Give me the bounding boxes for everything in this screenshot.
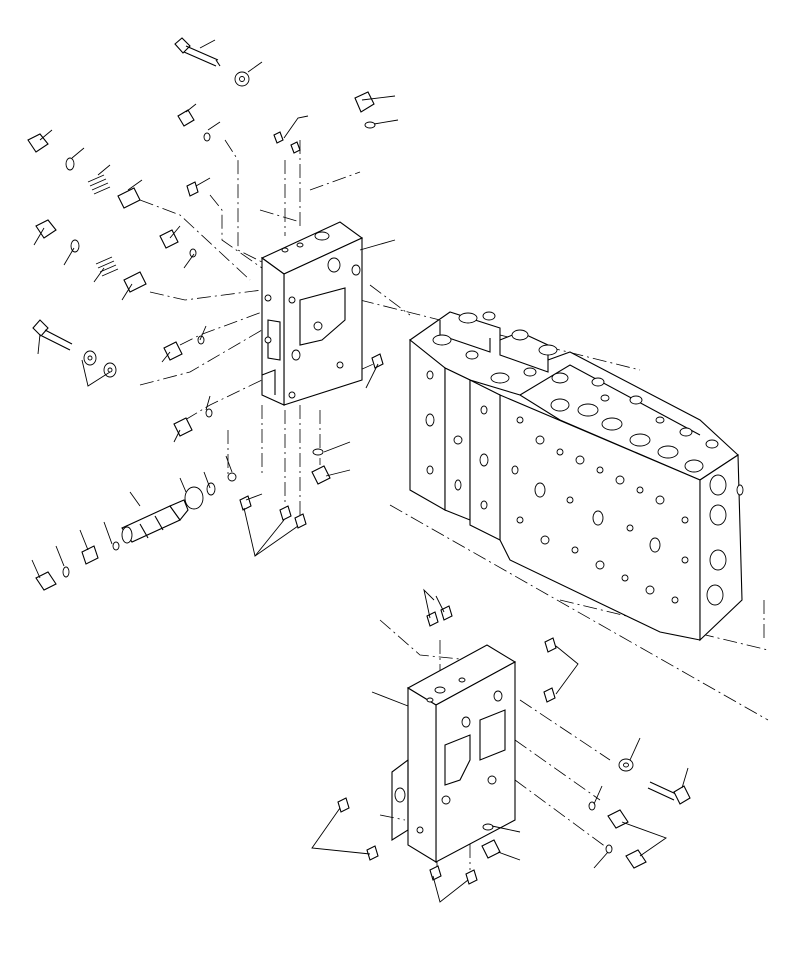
plugs bbox=[27, 91, 647, 869]
long-bolt-top bbox=[174, 37, 250, 87]
main-valve-body bbox=[409, 311, 744, 642]
long-bolt-left bbox=[32, 319, 117, 378]
valve-section-lower bbox=[391, 644, 517, 863]
leader-lines bbox=[31, 39, 689, 903]
valve-section-upper bbox=[260, 221, 364, 406]
end-ports bbox=[706, 474, 744, 606]
long-bolt-right bbox=[618, 758, 691, 805]
o-rings bbox=[62, 121, 613, 854]
front-ports bbox=[425, 370, 689, 604]
springs bbox=[87, 174, 147, 293]
spool-assembly bbox=[121, 472, 237, 544]
top-ports bbox=[432, 311, 719, 473]
